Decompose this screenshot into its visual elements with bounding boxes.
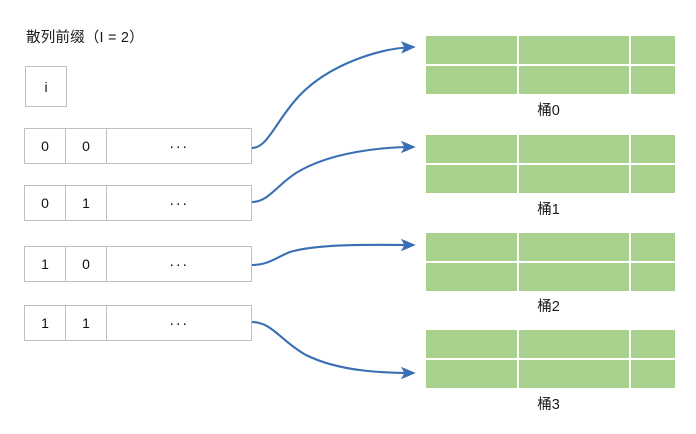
page-title: 散列前缀（I = 2） [26,30,144,46]
prefix-rest-value: ··· [169,194,189,212]
bucket-grid [426,330,675,388]
bucket-cell [519,360,629,388]
bucket-cell [631,263,675,291]
prefix-bit-value: 1 [41,256,49,272]
index-box-label: i [44,78,48,95]
arrow-row3-to-bucket3 [251,320,416,380]
bucket-cell [631,233,675,261]
prefix-rest-cell: ··· [106,185,252,221]
bucket-grid [426,233,675,291]
prefix-bit-value: 0 [82,256,90,272]
prefix-bit-cell: 0 [24,185,66,221]
prefix-bit-value: 1 [82,315,90,331]
prefix-bit-cell: 1 [65,305,107,341]
bucket-cell [426,263,517,291]
bucket-grid [426,135,675,193]
bucket-3-label: 桶3 [537,397,560,413]
index-box: i [25,66,67,107]
prefix-rest-cell: ··· [106,246,252,282]
prefix-bit-value: 1 [41,315,49,331]
arrow-row2-to-bucket2 [251,238,416,267]
prefix-bit-value: 0 [41,195,49,211]
bucket-0-label: 桶0 [537,103,560,119]
bucket-cell [426,135,517,163]
bucket-2 [426,233,675,291]
prefix-bit-cell: 1 [65,185,107,221]
prefix-bit-cell: 1 [24,305,66,341]
bucket-cell [631,36,675,64]
bucket-2-label: 桶2 [537,299,560,315]
bucket-cell [519,330,629,358]
bucket-0 [426,36,675,94]
prefix-bit-cell: 0 [65,128,107,164]
bucket-cell [631,135,675,163]
bucket-cell [631,360,675,388]
bucket-cell [426,66,517,94]
arrow-row1-to-bucket1 [251,140,416,204]
prefix-bit-cell: 1 [24,246,66,282]
prefix-rest-value: ··· [169,137,189,155]
bucket-cell [631,330,675,358]
bucket-cell [631,66,675,94]
prefix-row-3: 1 1 ··· [24,305,252,341]
prefix-bit-value: 0 [41,138,49,154]
bucket-cell [519,165,629,193]
bucket-cell [519,263,629,291]
prefix-rest-cell: ··· [106,305,252,341]
arrow-row0-to-bucket0 [251,41,416,150]
bucket-cell [519,66,629,94]
bucket-1 [426,135,675,193]
prefix-bit-cell: 0 [24,128,66,164]
prefix-rest-value: ··· [169,314,189,332]
bucket-cell [519,135,629,163]
bucket-cell [519,36,629,64]
prefix-bit-cell: 0 [65,246,107,282]
prefix-bit-value: 0 [82,138,90,154]
bucket-cell [426,165,517,193]
bucket-cell [426,330,517,358]
prefix-rest-cell: ··· [106,128,252,164]
prefix-bit-value: 1 [82,195,90,211]
prefix-row-0: 0 0 ··· [24,128,252,164]
bucket-cell [426,360,517,388]
bucket-grid [426,36,675,94]
bucket-3 [426,330,675,388]
bucket-cell [426,233,517,261]
bucket-1-label: 桶1 [537,202,560,218]
prefix-row-2: 1 0 ··· [24,246,252,282]
bucket-cell [426,36,517,64]
bucket-cell [631,165,675,193]
bucket-cell [519,233,629,261]
prefix-rest-value: ··· [169,255,189,273]
prefix-row-1: 0 1 ··· [24,185,252,221]
